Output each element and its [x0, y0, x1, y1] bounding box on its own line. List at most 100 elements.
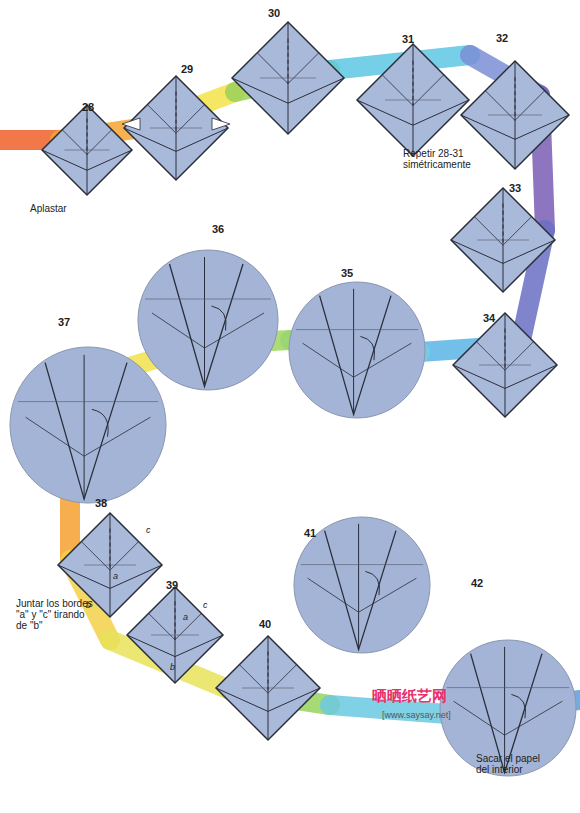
fold-step	[461, 61, 569, 169]
fold-line	[26, 417, 151, 456]
valley-fold	[505, 329, 506, 371]
step-number: 30	[268, 8, 288, 19]
zoom-step	[289, 282, 425, 418]
fold-arrow	[511, 694, 525, 718]
paper-diamond	[451, 188, 555, 292]
step-number: 36	[212, 224, 232, 235]
fold-line	[303, 343, 412, 377]
fold-arrow	[365, 571, 379, 595]
paper-edge	[325, 531, 396, 650]
step-number: 29	[181, 64, 201, 75]
paper-diamond	[357, 44, 469, 156]
point-letter: c	[146, 525, 156, 536]
zoom-circle	[294, 517, 430, 653]
fold-line	[110, 513, 111, 617]
zoom-circle	[10, 347, 166, 503]
watermark: 晒晒纸艺网	[372, 690, 492, 701]
fold-line	[42, 150, 132, 170]
fold-line	[358, 524, 359, 650]
instruction: Sacar el papel del interior	[476, 753, 556, 775]
fold-line	[451, 240, 555, 263]
step-number: 35	[341, 268, 361, 279]
push-arrow	[212, 118, 230, 130]
zoom-circle	[440, 640, 576, 776]
valley-fold	[268, 652, 269, 694]
fold-line	[515, 61, 516, 169]
fold-line	[453, 365, 557, 388]
zoom-step	[10, 347, 166, 503]
step-number: 37	[58, 317, 78, 328]
paper-edge	[320, 296, 391, 415]
fold-line	[204, 257, 205, 387]
fold-line	[58, 565, 162, 588]
paper-edge	[170, 264, 244, 387]
zoom-step	[138, 250, 278, 390]
fold-line	[454, 701, 563, 735]
fold-line	[216, 688, 320, 711]
zoom-circle	[138, 250, 278, 390]
paper-edge	[45, 363, 127, 500]
instruction: Aplastar	[30, 203, 100, 214]
fold-step	[357, 44, 469, 156]
step-number: 32	[496, 33, 516, 44]
fold-step	[127, 587, 223, 683]
fold-line	[461, 115, 569, 139]
push-arrow	[122, 118, 140, 130]
step-number: 40	[259, 619, 279, 630]
fold-step	[451, 188, 555, 292]
fold-line	[268, 636, 269, 740]
zoom-step	[294, 517, 430, 653]
valley-fold	[288, 39, 289, 84]
valley-fold	[413, 61, 414, 106]
instruction: Juntar los bordes "a" y "c" tirando de "…	[16, 598, 98, 631]
valley-fold	[503, 204, 504, 246]
crease-line	[447, 687, 569, 688]
crease-line	[145, 299, 271, 300]
watermark-url: [www.saysay.net]	[382, 710, 492, 721]
fold-step	[232, 22, 344, 134]
fold-line	[124, 128, 228, 151]
fold-line	[505, 313, 506, 417]
crease-line	[18, 401, 158, 402]
point-letter: c	[203, 600, 213, 611]
paper-diamond	[461, 61, 569, 169]
fold-line	[152, 313, 264, 348]
fold-arrow	[360, 336, 374, 360]
zoom-circle	[289, 282, 425, 418]
paper-diamond	[216, 636, 320, 740]
fold-step	[42, 105, 132, 195]
zoom-step	[440, 640, 576, 776]
fold-line	[176, 76, 177, 180]
fold-line	[503, 188, 504, 292]
point-letter: a	[113, 571, 123, 582]
step-number: 31	[402, 34, 422, 45]
step-number: 41	[304, 528, 324, 539]
fold-line	[308, 578, 417, 612]
fold-line	[353, 289, 354, 415]
valley-fold	[176, 92, 177, 134]
paper-diamond	[232, 22, 344, 134]
instruction: Repetir 28-31 simétricamente	[403, 148, 513, 170]
step-number: 28	[82, 102, 102, 113]
valley-fold	[110, 529, 111, 571]
valley-fold	[87, 119, 88, 155]
step-number: 34	[483, 313, 503, 324]
fold-line	[87, 105, 88, 195]
crease-line	[301, 564, 423, 565]
fold-step	[216, 636, 320, 740]
step-number: 33	[509, 183, 529, 194]
step-number: 39	[166, 580, 186, 591]
valley-fold	[515, 77, 516, 120]
valley-fold	[175, 601, 176, 639]
step-number: 42	[471, 578, 491, 589]
point-letter: b	[86, 600, 96, 611]
fold-step	[453, 313, 557, 417]
paper-diamond	[127, 587, 223, 683]
crease-line	[151, 635, 199, 636]
point-letter: a	[183, 612, 193, 623]
paper-diamond	[453, 313, 557, 417]
fold-arrow	[92, 409, 108, 436]
fold-line	[84, 355, 85, 499]
